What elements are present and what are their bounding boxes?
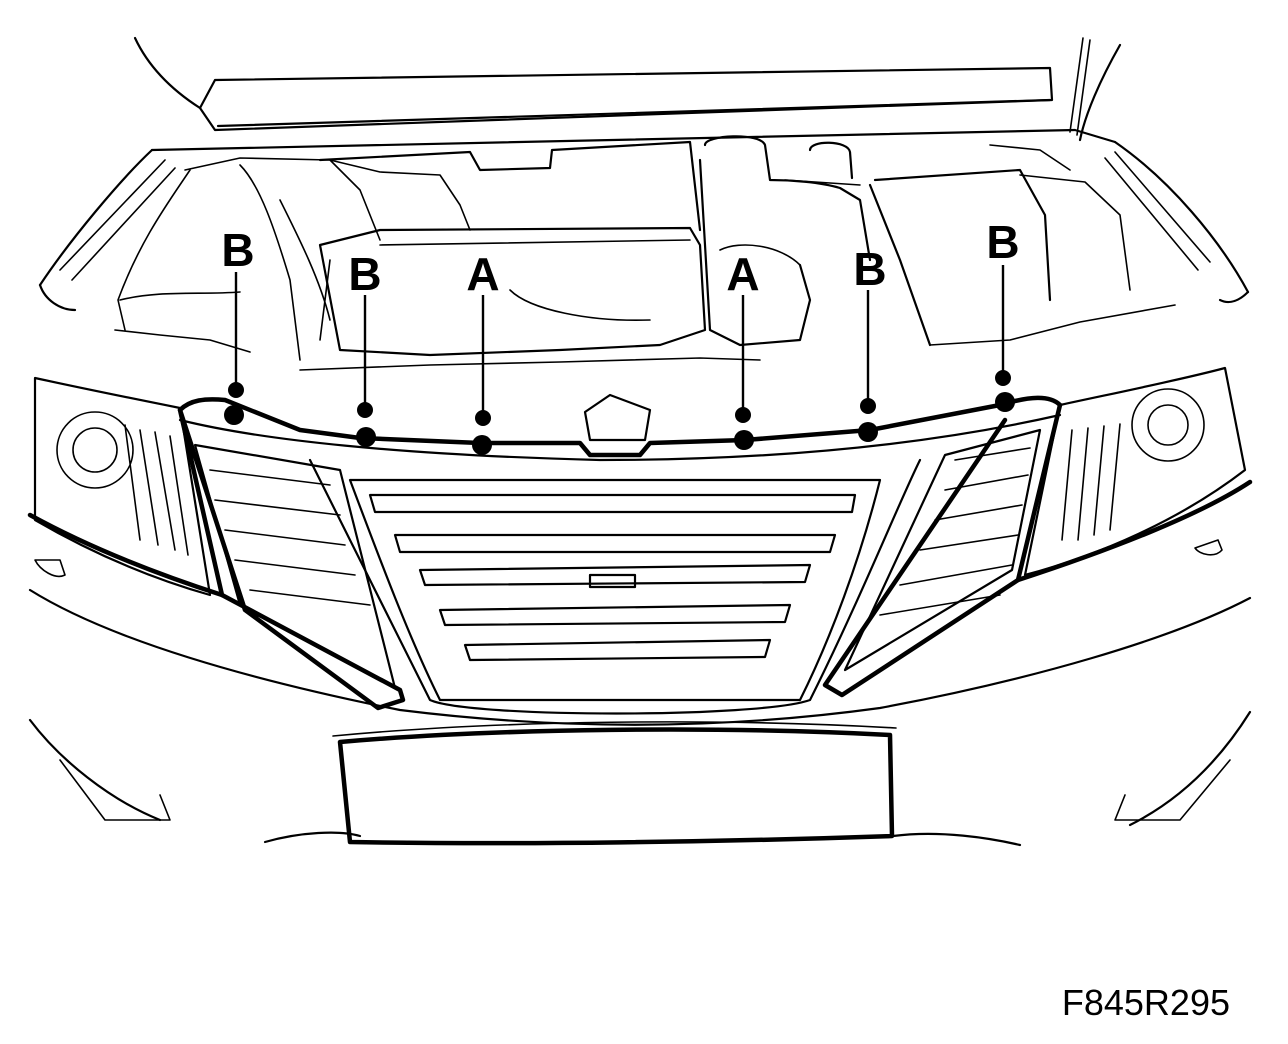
marker-dot-b2	[356, 427, 376, 447]
figure-reference-code: F845R295	[1061, 982, 1230, 1023]
callout-label-b4: B	[986, 216, 1019, 268]
bumper	[27, 479, 1253, 847]
marker-dot-b1	[224, 405, 244, 425]
marker-dot-b4	[995, 392, 1015, 412]
hood-seal-strip	[177, 393, 1063, 462]
marker-dot-b1-upper	[228, 382, 244, 398]
marker-dot-b3	[858, 422, 878, 442]
right-headlight	[1023, 366, 1247, 577]
hood	[133, 36, 1122, 142]
callout-label-b2: B	[348, 248, 381, 300]
marker-dot-a2	[734, 430, 754, 450]
left-headlight	[33, 376, 212, 597]
callout-label-b3: B	[853, 243, 886, 295]
license-plate	[332, 721, 897, 846]
callout-markers	[224, 265, 1015, 455]
marker-dot-b4-upper	[995, 370, 1011, 386]
marker-dot-a1-upper	[475, 410, 491, 426]
grille	[177, 402, 1063, 715]
callout-labels: B B A A B B	[221, 216, 1019, 300]
callout-label-b1: B	[221, 224, 254, 276]
marker-dot-a1	[472, 435, 492, 455]
engine-bay	[38, 128, 1250, 371]
marker-dot-b2-upper	[357, 402, 373, 418]
callout-label-a2: A	[726, 248, 759, 300]
marker-dot-a2-upper	[735, 407, 751, 423]
callout-label-a1: A	[466, 248, 499, 300]
marker-dot-b3-upper	[860, 398, 876, 414]
